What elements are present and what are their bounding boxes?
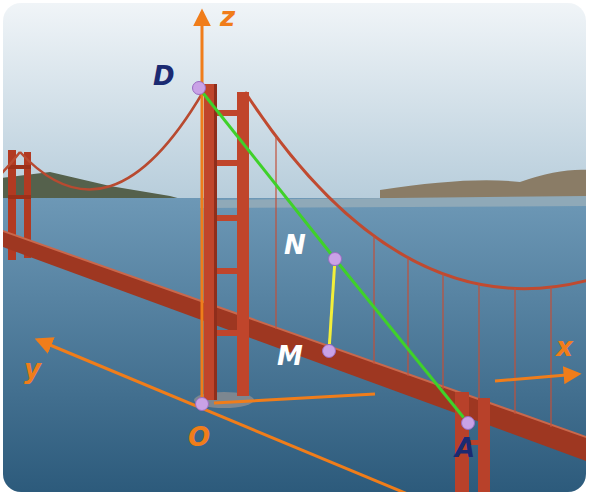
sky <box>3 3 586 200</box>
point-label: O <box>188 424 200 450</box>
point-label: N <box>284 232 296 258</box>
axis-label: z <box>220 4 235 30</box>
segment <box>329 266 334 344</box>
x-axis <box>495 374 578 381</box>
z-axis <box>201 12 204 404</box>
axis-label-box: z <box>220 4 235 30</box>
point-marker: A <box>461 416 475 430</box>
tower-shade <box>214 84 217 400</box>
water <box>3 198 586 492</box>
bridge-deck <box>3 230 586 462</box>
point-marker: M <box>322 344 336 358</box>
point-label: M <box>277 343 289 369</box>
bridge-deck <box>3 230 586 438</box>
axis-label-box: y <box>24 356 41 382</box>
segment <box>203 93 330 253</box>
point-marker: O <box>195 397 209 411</box>
point-label: D <box>153 63 165 89</box>
far-shore <box>200 196 586 208</box>
far-tower <box>8 165 31 169</box>
x-axis <box>214 394 375 403</box>
point-label: A <box>455 435 467 461</box>
axis-label: y <box>24 356 41 382</box>
point-marker: D <box>192 81 206 95</box>
near-tower <box>455 392 490 492</box>
photo <box>3 3 586 492</box>
cable <box>3 152 20 175</box>
axis-label: x <box>556 334 573 360</box>
far-tower <box>8 195 31 199</box>
y-axis <box>38 340 410 492</box>
cable <box>20 92 203 190</box>
axis-label-box: x <box>556 334 573 360</box>
segment <box>339 264 463 417</box>
suspenders <box>276 137 551 427</box>
bridge-tower <box>204 84 249 400</box>
cable <box>245 92 586 289</box>
point-marker: N <box>328 252 342 266</box>
